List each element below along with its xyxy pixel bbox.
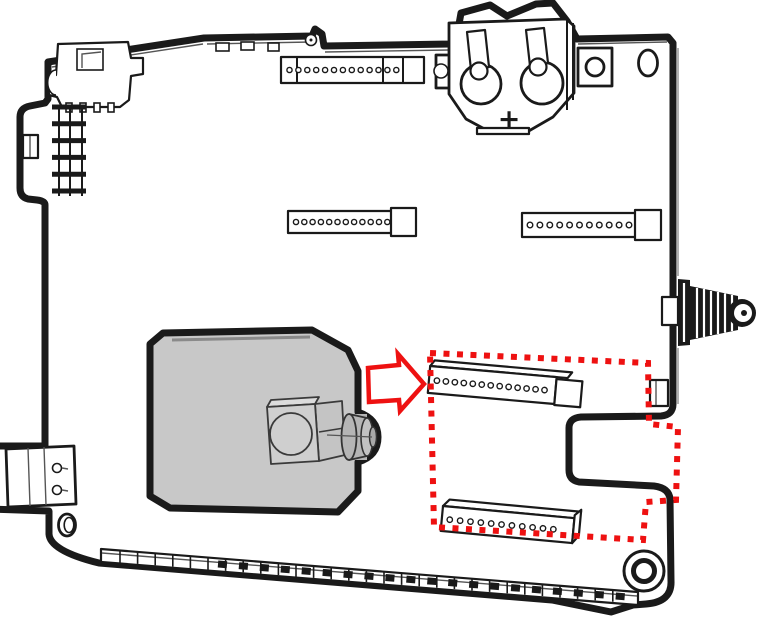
power-jack-connector bbox=[46, 40, 145, 113]
highlight-arrow-icon bbox=[365, 347, 427, 417]
pin-header-top bbox=[279, 55, 426, 85]
side-pin-ladder-connector bbox=[52, 104, 86, 196]
mounting-hole-right bbox=[622, 549, 666, 593]
notch-edge-tab bbox=[648, 378, 670, 408]
rf-module bbox=[146, 326, 382, 516]
barrel-connector bbox=[266, 396, 378, 465]
mounting-bracket bbox=[4, 444, 78, 509]
board-hole-top-right bbox=[637, 48, 659, 78]
coin-cell-battery-holder: + bbox=[433, 17, 659, 136]
left-edge-tab bbox=[21, 133, 40, 160]
mounting-hole-left bbox=[57, 512, 77, 538]
antenna-connector bbox=[660, 279, 756, 346]
pin-header-highlight-top bbox=[426, 359, 584, 409]
pin-header-mid-right bbox=[520, 208, 663, 242]
edge-connector-strip bbox=[99, 547, 640, 607]
pin-header-mid-left bbox=[286, 206, 418, 238]
highlight-dotted-region bbox=[426, 349, 682, 544]
top-edge-components bbox=[215, 33, 318, 52]
battery-polarity-label: + bbox=[498, 104, 521, 135]
